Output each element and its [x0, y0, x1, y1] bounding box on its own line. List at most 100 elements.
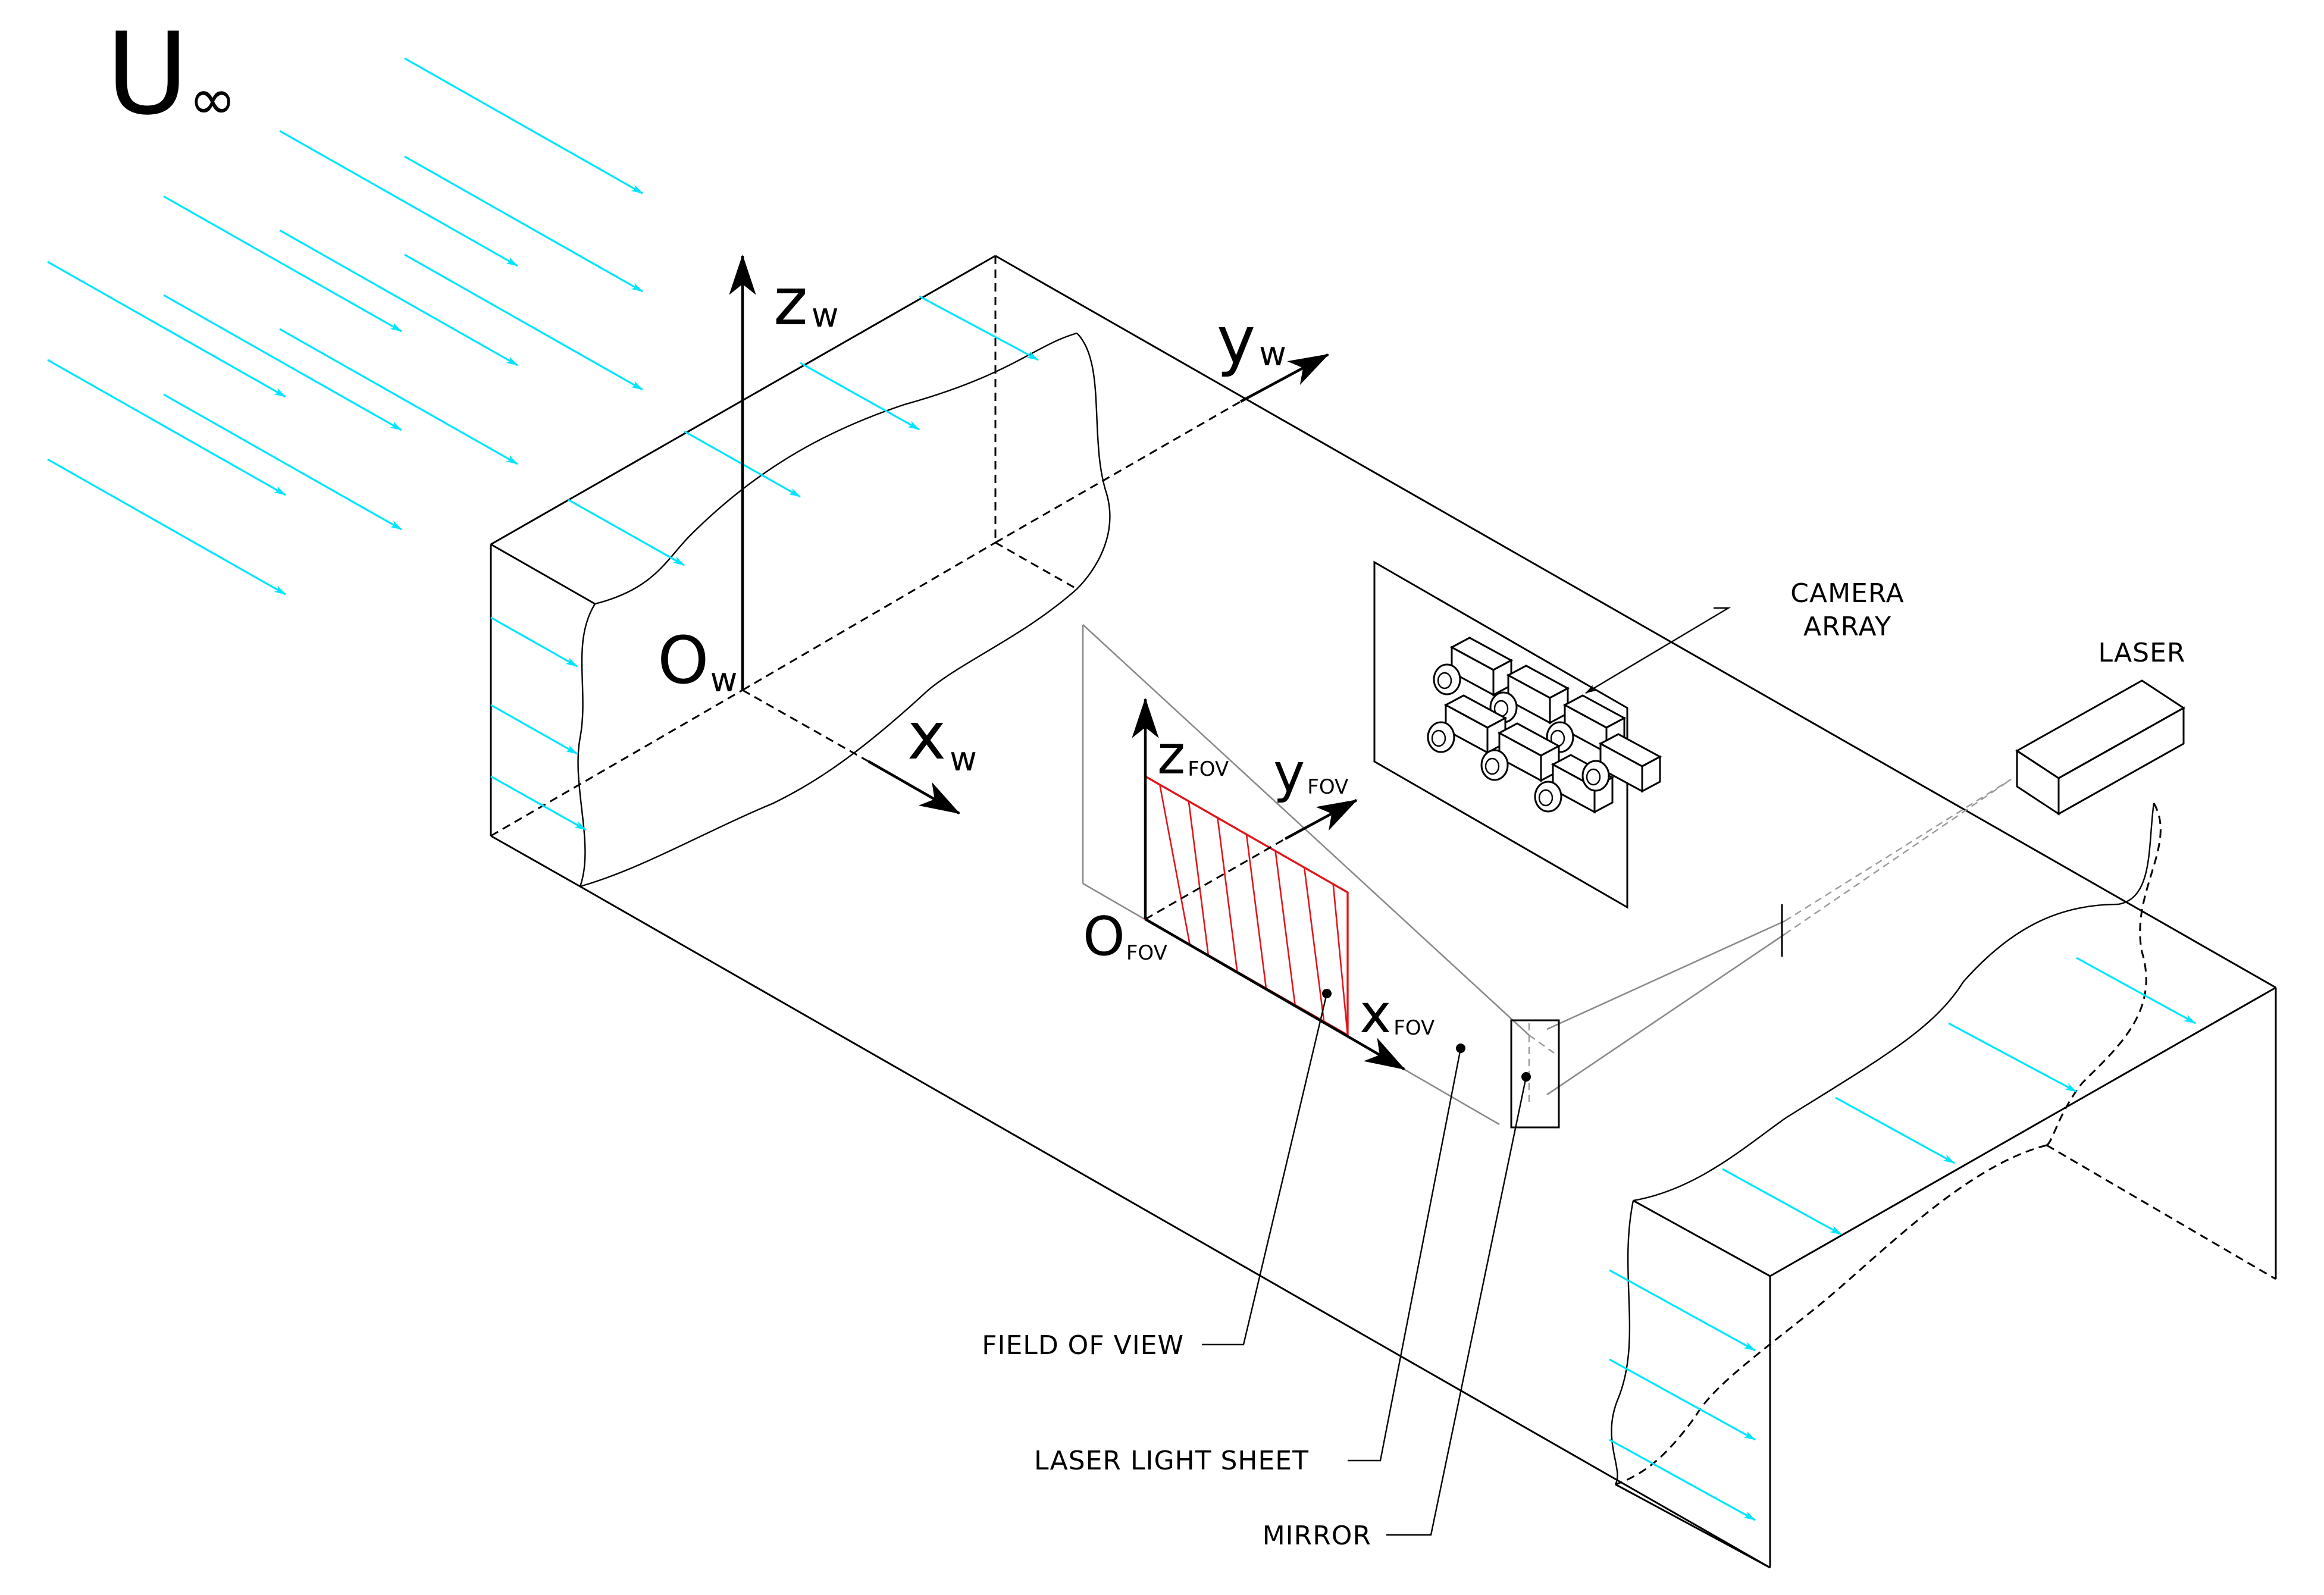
flow-arrow: [163, 294, 402, 431]
flow-arrow: [404, 253, 643, 391]
laser-side-face: [2057, 706, 2185, 816]
flow-arrow: [279, 229, 518, 366]
flow-arrow: [490, 704, 578, 755]
leader-lines: [1202, 607, 1731, 1536]
fov-hatch-line: [1303, 867, 1325, 1022]
camera: [1427, 694, 1508, 754]
box-hidden-edge: [490, 689, 743, 837]
flow-arrow: [404, 57, 643, 195]
camera-array: [1427, 637, 1662, 814]
laser-beam-lower: [1546, 933, 1786, 1096]
box-edge: [995, 255, 2276, 989]
box-edge: [1769, 986, 2276, 1277]
world-x-axis: [867, 760, 960, 814]
laser: [2015, 679, 2185, 816]
laser-beam-upper: [1546, 920, 1786, 1030]
box-edge: [580, 885, 1771, 1569]
laser-beam-to-laser: [1784, 778, 2012, 922]
fov-outline: [1144, 775, 1349, 1037]
flow-arrow: [568, 499, 685, 566]
box-hidden-edge: [995, 541, 1078, 590]
mirror-label: MIRROR: [1263, 1521, 1371, 1551]
flow-arrow: [919, 295, 1039, 361]
freestream-arrows: [47, 57, 643, 596]
fov-hatch-line: [1332, 883, 1349, 1036]
camera-array-label-line2: ARRAY: [1803, 612, 1891, 642]
laser-light-sheet-label: LASER LIGHT SHEET: [1034, 1446, 1309, 1476]
flow-arrow: [1948, 1022, 2077, 1093]
fov-y-axis-hidden: [1145, 838, 1286, 920]
camera: [1581, 733, 1662, 793]
laser-label: LASER: [2099, 638, 2186, 668]
camera-plate-panel: [1373, 560, 1628, 909]
camera: [1480, 722, 1561, 782]
flow-arrow: [279, 130, 518, 267]
freestream-symbol: U∞: [106, 8, 236, 140]
box-edge: [1615, 1483, 1771, 1569]
flow-arrow: [490, 775, 587, 831]
flow-arrow: [800, 362, 920, 431]
leader-camera-array: [1585, 607, 1731, 694]
fov-hatch-line: [1159, 784, 1191, 945]
box-edge: [1633, 1199, 1771, 1277]
flow-arrow: [1835, 1096, 1955, 1164]
box-hidden-edge: [2046, 1144, 2276, 1280]
leader-dot: [1456, 1044, 1465, 1053]
laser-top-face: [2015, 679, 2185, 779]
camera-plate: [1373, 560, 1628, 909]
fov-hatching: [1159, 784, 1349, 1036]
leader-dot: [1521, 1072, 1531, 1082]
cut-inlet-top: [594, 332, 1078, 605]
fov-hatch-line: [1217, 817, 1238, 972]
fov-hatch-line: [1188, 801, 1210, 955]
world-axes: [729, 254, 1329, 814]
flow-arrow: [1609, 1439, 1756, 1521]
flow-arrow: [163, 195, 402, 333]
field-of-view-label: FIELD OF VIEW: [982, 1330, 1184, 1361]
world-origin-label: Ow: [657, 622, 737, 700]
cut-outlet-top: [1633, 803, 2155, 1202]
flow-arrow: [1609, 1358, 1756, 1441]
laser-front-face: [2016, 749, 2060, 816]
mirror: [1510, 1019, 1560, 1129]
fov-hatch-line: [1245, 834, 1267, 989]
leader-field-of-view: [1202, 993, 1328, 1346]
world-x-axis-hidden: [742, 689, 869, 763]
flow-arrow: [1722, 1168, 1842, 1236]
flow-arrow: [47, 458, 286, 596]
box-edge: [490, 835, 581, 888]
fov-hatch-line: [1274, 851, 1296, 1005]
flow-arrow: [490, 616, 578, 668]
test-section-box: [490, 255, 2277, 1569]
flow-arrow: [279, 328, 518, 465]
box-edge: [490, 543, 596, 605]
mirror-inner: [1529, 1035, 1555, 1054]
fov-y-axis: [1284, 799, 1358, 840]
cut-inlet-bottom: [580, 588, 1078, 888]
flow-arrow: [2076, 957, 2196, 1024]
cut-inlet-back: [1076, 333, 1111, 590]
mirror-body: [1510, 1019, 1560, 1129]
flow-arrow: [47, 359, 286, 496]
camera-array-label-line1: CAMERA: [1790, 578, 1904, 609]
fov-axes: [1132, 697, 1405, 1070]
cut-inlet-front: [577, 603, 596, 887]
laser-beam-to-laser: [1784, 779, 2012, 935]
flow-arrow: [163, 393, 402, 531]
flow-arrow: [1609, 1269, 1756, 1352]
fov-origin-label: OFOV: [1083, 905, 1167, 968]
camera: [1546, 694, 1627, 754]
cut-outlet-bottom: [1615, 1144, 2047, 1486]
cut-outlet-back: [2046, 803, 2162, 1146]
light-sheet-edge: [1082, 624, 1530, 1036]
cut-outlet-front: [1611, 1200, 1634, 1485]
leader-mirror: [1386, 1076, 1527, 1536]
world-y-axis: [1239, 353, 1329, 403]
internal-flow-arrows: [490, 295, 2196, 1521]
flow-arrow: [47, 261, 286, 398]
